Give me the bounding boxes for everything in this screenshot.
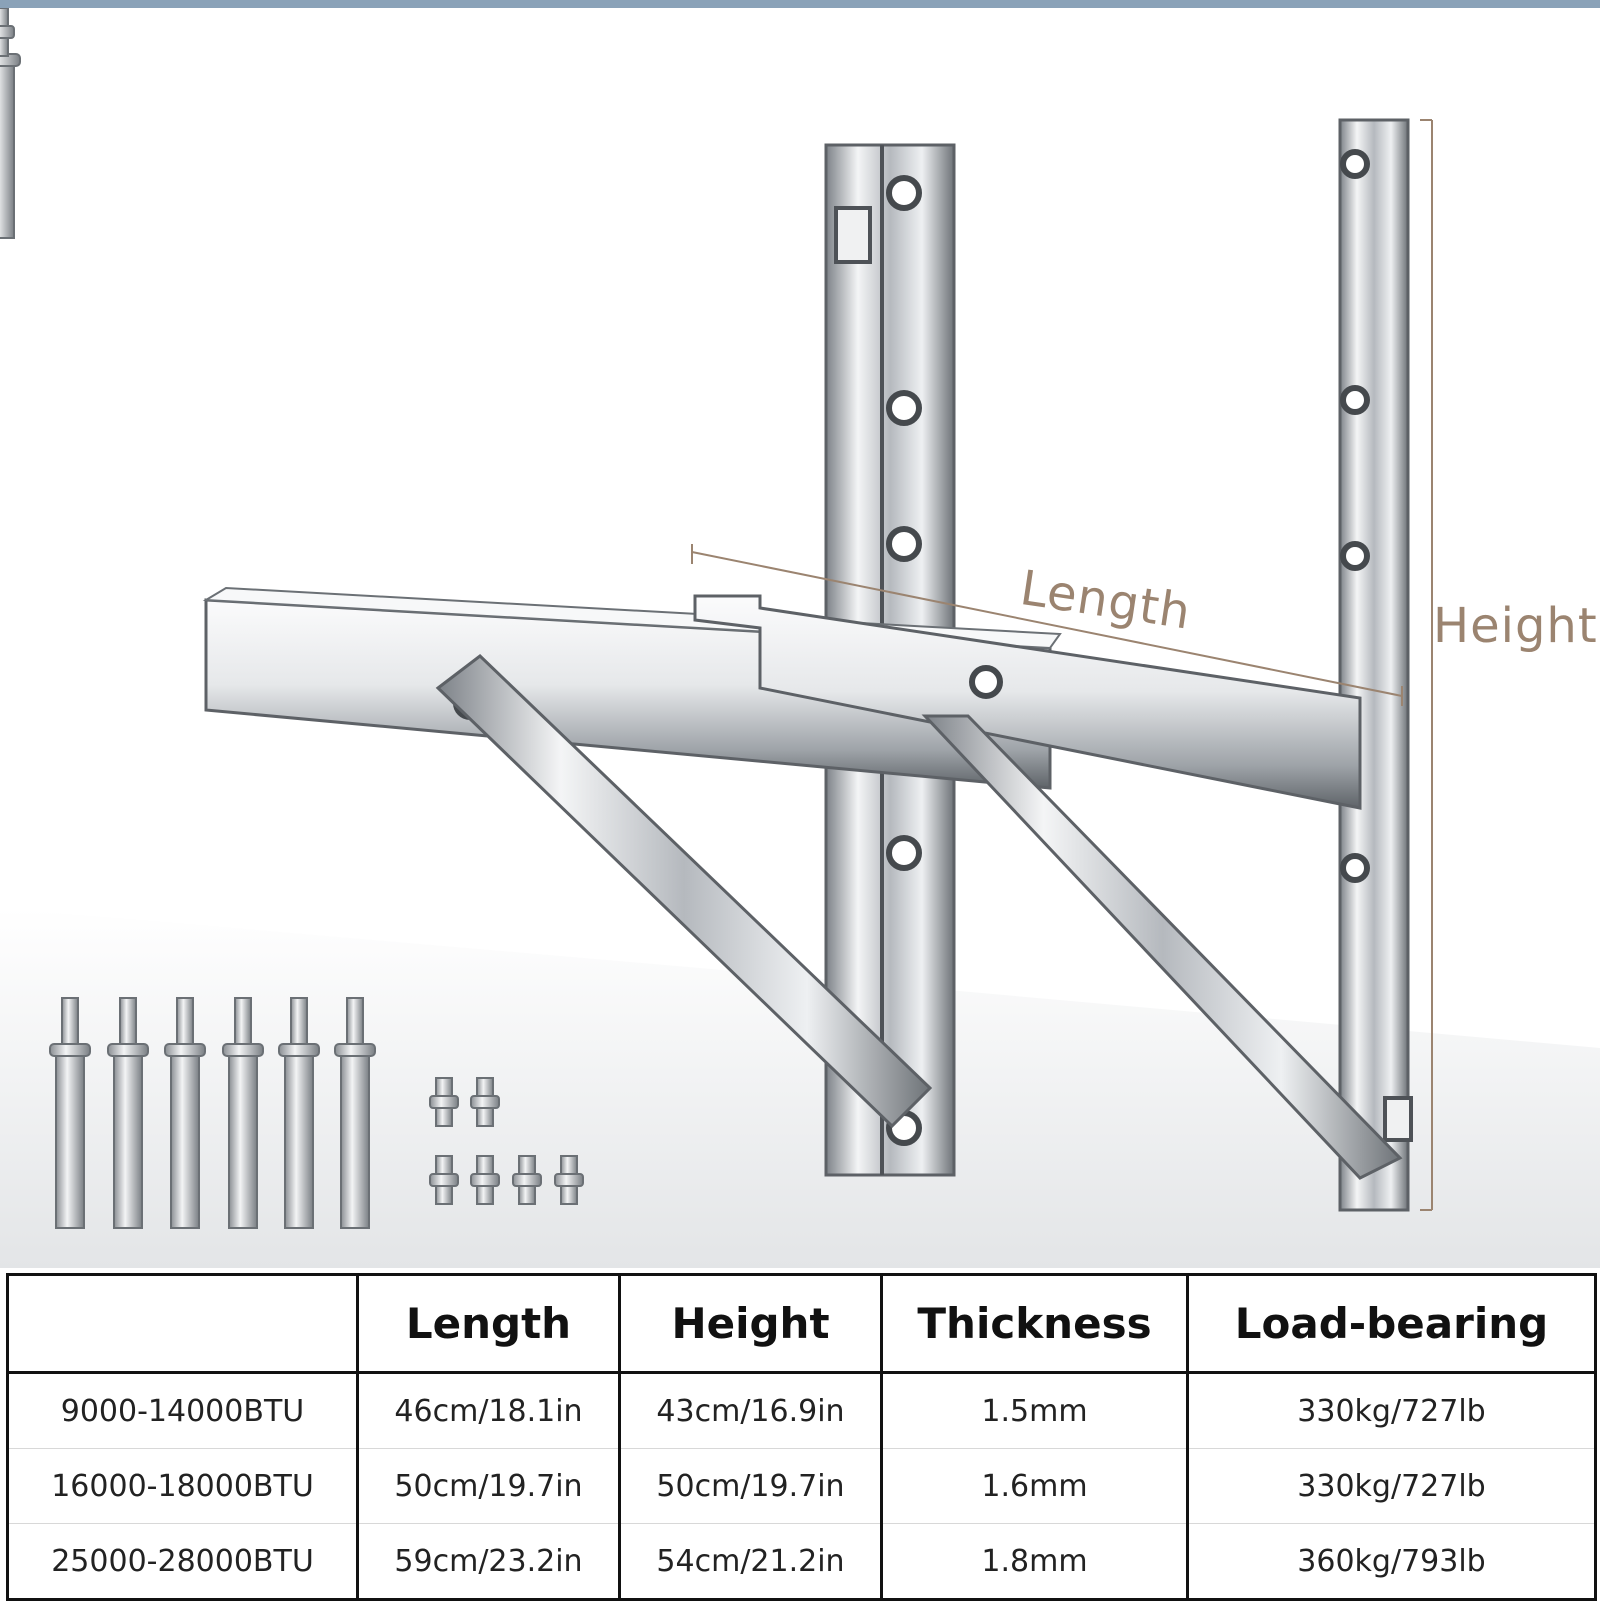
cell-thickness: 1.8mm (880, 1523, 1188, 1600)
front-bracket-arm (693, 594, 1362, 810)
cell-load-bearing: 360kg/793lb (1186, 1523, 1596, 1600)
header-model (7, 1274, 358, 1374)
header-thickness: Thickness (880, 1274, 1188, 1374)
floor-surface (0, 908, 1600, 1268)
header-height: Height (618, 1274, 882, 1374)
cell-thickness: 1.5mm (880, 1372, 1188, 1449)
header-band (0, 0, 1600, 8)
cell-length: 50cm/19.7in (356, 1448, 620, 1524)
height-dimension-line (1420, 119, 1433, 1211)
front-bracket-brace (921, 714, 1403, 1180)
table-header-row: Length Height Thickness Load-bearing (7, 1274, 1596, 1374)
bracket-illustration (0, 8, 1600, 1268)
table-row: 25000-28000BTU 59cm/23.2in 54cm/21.2in 1… (7, 1523, 1596, 1600)
table-row: 16000-18000BTU 50cm/19.7in 50cm/19.7in 1… (7, 1448, 1596, 1524)
back-bracket-brace (435, 654, 933, 1129)
cell-load-bearing: 330kg/727lb (1186, 1372, 1596, 1449)
cell-height: 54cm/21.2in (618, 1523, 882, 1600)
cell-length: 46cm/18.1in (356, 1372, 620, 1449)
cell-height: 50cm/19.7in (618, 1448, 882, 1524)
height-dimension-label: Height (1433, 598, 1598, 654)
length-dimension-line (691, 544, 1403, 706)
specification-table: Length Height Thickness Load-bearing 900… (6, 1273, 1597, 1601)
cell-load-bearing: 330kg/727lb (1186, 1448, 1596, 1524)
front-bracket-vertical (1338, 118, 1413, 1212)
cell-thickness: 1.6mm (880, 1448, 1188, 1524)
cell-length: 59cm/23.2in (356, 1523, 620, 1600)
cell-model: 9000-14000BTU (60, 1393, 305, 1429)
cell-height: 43cm/16.9in (618, 1372, 882, 1449)
cell-model: 25000-28000BTU (7, 1523, 358, 1600)
small-bolts (0, 8, 15, 57)
header-length: Length (356, 1274, 620, 1374)
cell-model: 16000-18000BTU (7, 1448, 358, 1524)
header-load-bearing: Load-bearing (1186, 1274, 1596, 1374)
table-row: 9000-14000BTU 46cm/18.1in 43cm/16.9in 1.… (8, 1372, 1596, 1449)
